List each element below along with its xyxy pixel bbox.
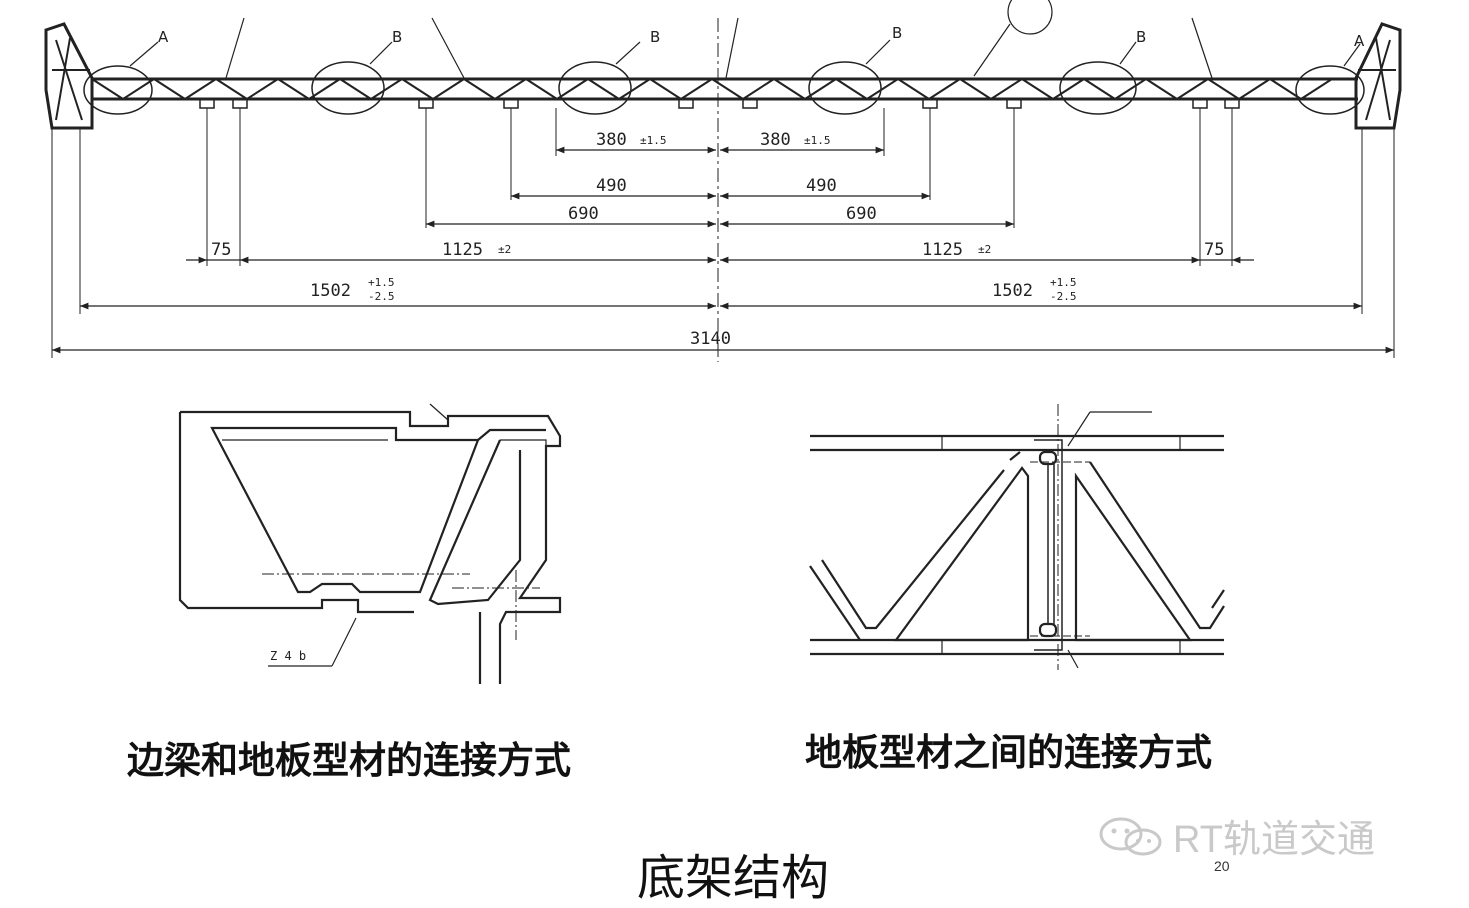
weld-symbol-label: Z 4 b	[270, 649, 306, 663]
dim-1502-left-tol-lower: -2.5	[368, 290, 395, 303]
mounting-slot	[678, 98, 694, 109]
slide-title: 底架结构	[637, 850, 830, 906]
dim-1125-left: 1125	[442, 240, 483, 260]
callout-b-2: B	[650, 28, 660, 46]
callout-b-1: B	[392, 28, 402, 46]
dim-380-right-tol: ±1.5	[804, 134, 831, 147]
dim-1502-right: 1502	[992, 281, 1033, 301]
underframe-cross-section	[44, 0, 1402, 362]
watermark: RT轨道交通	[1095, 808, 1375, 863]
dim-380-left-tol: ±1.5	[640, 134, 667, 147]
callout-a-left: A	[158, 28, 169, 46]
dim-1502-left: 1502	[310, 281, 351, 301]
page-number: 20	[1214, 858, 1230, 874]
dim-490-right: 490	[806, 176, 837, 196]
dim-75-right: 75	[1204, 240, 1224, 260]
caption-side-beam-floor-joint: 边梁和地板型材的连接方式	[127, 738, 571, 782]
dim-1125-right-tol: ±2	[978, 243, 991, 256]
dim-1502-right-tol-upper: +1.5	[1050, 276, 1077, 289]
dimension-lines	[52, 146, 1394, 354]
detail-floor-profile-joint	[809, 404, 1225, 670]
dim-1125-right: 1125	[922, 240, 963, 260]
dim-3140: 3140	[690, 329, 731, 349]
dim-690-left: 690	[568, 204, 599, 224]
dim-1502-right-tol-lower: -2.5	[1050, 290, 1077, 303]
mounting-slot	[742, 98, 758, 109]
detail-side-beam-floor-joint	[178, 403, 562, 684]
dim-75-left: 75	[211, 240, 231, 260]
dim-380-right: 380	[760, 130, 791, 150]
wechat-icon	[1099, 817, 1162, 855]
dim-1125-left-tol: ±2	[498, 243, 511, 256]
callout-a-right: A	[1354, 32, 1365, 50]
callout-b-4: B	[1136, 28, 1146, 46]
dim-490-left: 490	[596, 176, 627, 196]
dim-690-right: 690	[846, 204, 877, 224]
watermark-text: RT轨道交通	[1173, 819, 1375, 861]
extension-lines	[51, 108, 1395, 358]
dim-1502-left-tol-upper: +1.5	[368, 276, 395, 289]
callout-b-3: B	[892, 24, 902, 42]
dim-380-left: 380	[596, 130, 627, 150]
caption-floor-profile-joint: 地板型材之间的连接方式	[805, 730, 1212, 774]
